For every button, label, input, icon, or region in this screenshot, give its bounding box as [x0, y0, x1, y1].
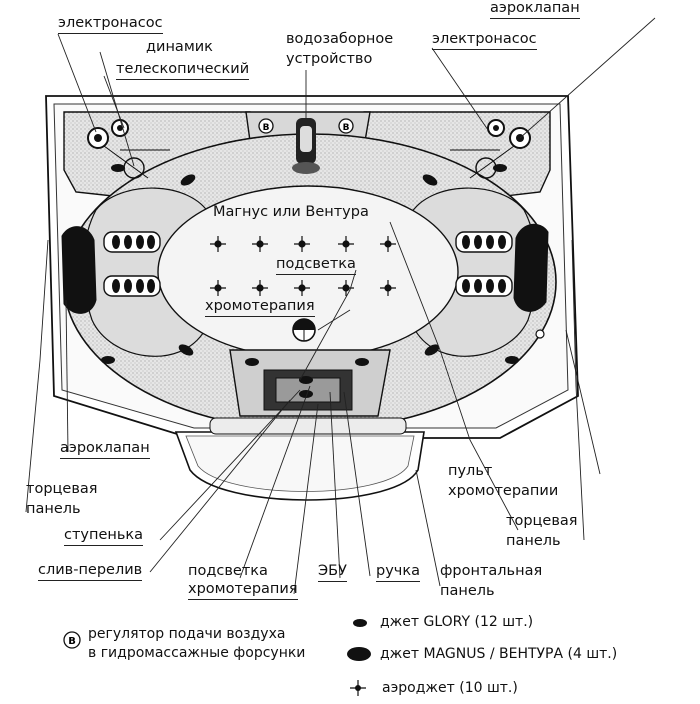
- chromotherapy-lamp-icon: [292, 318, 316, 342]
- legend-jet-glory: джет GLORY (12 шт.): [380, 614, 534, 630]
- glory-jet: [505, 356, 519, 364]
- label-end-panel-left: торцевая: [26, 481, 98, 497]
- label-front-panel-2: панель: [440, 583, 495, 599]
- aero-jet: [338, 280, 354, 296]
- label-step: ступенька: [64, 527, 144, 546]
- right-valve-mark: B: [343, 123, 350, 133]
- front-apron-inner: [185, 435, 415, 492]
- magnus-jet: [103, 275, 161, 297]
- label-backlight: подсветка: [276, 256, 356, 275]
- legend-aero-jet: аэроджет (10 шт.): [382, 680, 518, 696]
- water-intake-icon: [292, 118, 320, 174]
- aero-jet: [294, 280, 310, 296]
- glory-jet: [422, 174, 438, 186]
- glory-jet-icon: [353, 619, 367, 627]
- right-headrest: [513, 223, 549, 312]
- glory-jet: [178, 344, 194, 356]
- left-pump-icon: [87, 119, 170, 179]
- label-intake: водозаборное: [286, 31, 394, 47]
- label-end-panel-right: торцевая: [506, 513, 578, 529]
- aero-jet: [338, 236, 354, 252]
- glory-jet: [180, 174, 196, 186]
- label-speaker: динамик: [146, 39, 213, 55]
- aero-jets: [210, 236, 396, 296]
- right-air-valve-icon: [535, 329, 545, 339]
- aero-jet: [210, 236, 226, 252]
- magnus-jets: [103, 231, 513, 297]
- left-headrest: [61, 226, 97, 314]
- label-speaker-telescopic: телескопический: [116, 61, 250, 80]
- glory-jet: [111, 164, 125, 172]
- label-pump-right: электронасос: [432, 31, 537, 50]
- glory-jet: [355, 358, 369, 366]
- label-remote-chromotherapy: хромотерапии: [448, 483, 559, 499]
- label-chromotherapy: хромотерапия: [205, 298, 315, 317]
- label-chromotherapy-bottom: хромотерапия: [188, 581, 298, 600]
- label-pump-left: электронасос: [58, 15, 163, 34]
- label-magnus-ventura: Магнус или Вентура: [213, 204, 369, 220]
- glory-jets: [101, 164, 519, 398]
- aero-jet: [252, 280, 268, 296]
- left-valve-icon: B: [258, 118, 274, 134]
- label-intake-device: устройство: [286, 51, 373, 67]
- legend-regulator-line2: в гидромассажные форсунки: [88, 645, 306, 661]
- glory-jet: [299, 376, 313, 384]
- label-end-panel-right-2: панель: [506, 533, 561, 549]
- regulator-symbol-icon: B: [63, 631, 81, 649]
- glory-jet: [493, 164, 507, 172]
- glory-jet: [424, 344, 440, 356]
- aero-jet: [380, 280, 396, 296]
- aero-jet-icon: [350, 680, 366, 696]
- left-valve-mark: B: [263, 123, 270, 133]
- label-remote: пульт: [448, 463, 493, 479]
- glory-jet: [245, 358, 259, 366]
- front-apron-rim: [209, 417, 407, 435]
- aero-jet: [294, 236, 310, 252]
- magnus-jet: [103, 231, 161, 253]
- legend-regulator-line1: регулятор подачи воздуха: [88, 626, 286, 642]
- magnus-jet: [455, 231, 513, 253]
- label-backlight-bottom: подсветка: [188, 563, 268, 579]
- label-front-panel: фронтальная: [440, 563, 543, 579]
- legend-jet-magnus: джет MAGNUS / ВЕНТУРА (4 шт.): [380, 646, 618, 662]
- magnus-jet-icon: [347, 647, 371, 661]
- label-overflow: слив-перелив: [38, 562, 143, 581]
- label-handle: ручка: [376, 563, 420, 582]
- aero-jet: [252, 236, 268, 252]
- aero-jet: [210, 280, 226, 296]
- label-end-panel-left-2: панель: [26, 501, 81, 517]
- aero-jet: [380, 236, 396, 252]
- label-air-valve-top: аэроклапан: [490, 0, 580, 19]
- label-ecu: ЭБУ: [318, 563, 347, 582]
- label-air-valve-left: аэроклапан: [60, 440, 150, 459]
- regulator-symbol: B: [68, 636, 76, 647]
- magnus-jet: [455, 275, 513, 297]
- leader-lines: [25, 17, 656, 595]
- glory-jet: [101, 356, 115, 364]
- right-valve-icon: B: [338, 118, 354, 134]
- glory-jet: [299, 390, 313, 398]
